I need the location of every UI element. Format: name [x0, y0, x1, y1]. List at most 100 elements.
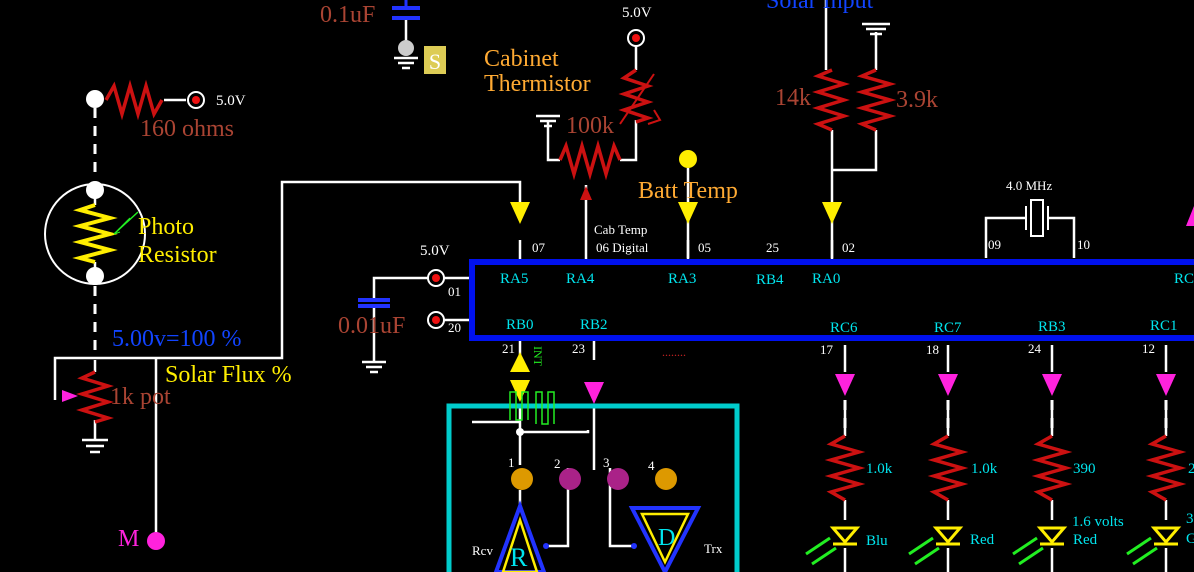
- thermistor-label: Thermistor: [484, 71, 591, 97]
- m-label: M: [118, 526, 139, 552]
- photo-label: Photo: [138, 214, 194, 240]
- resistor-label: Resistor: [138, 242, 217, 268]
- thermistor-cabinet: [618, 68, 654, 124]
- pin-num-ra3: 05: [698, 240, 711, 255]
- cab-temp-digital: 06 Digital: [596, 240, 649, 255]
- capacitors: [358, 6, 420, 308]
- pin-num-rc7: 18: [926, 342, 939, 357]
- ground-symbols: [82, 22, 890, 454]
- cap-001-label: 0.01uF: [338, 313, 405, 339]
- chip-pin-2: 2: [554, 456, 561, 471]
- crystal-label: 4.0 MHz: [1006, 178, 1052, 193]
- receiver-amp: [493, 500, 549, 572]
- r-160-label: 160 ohms: [140, 116, 234, 142]
- driver-amp: [628, 506, 702, 572]
- solar-flux-label: Solar Flux %: [165, 362, 292, 388]
- pin-num-rc1: 12: [1142, 341, 1155, 356]
- led-resistor-2: [927, 434, 969, 502]
- pin-num-20: 20: [448, 320, 461, 335]
- resistor-160-ohms: [104, 79, 164, 121]
- led-2: [908, 526, 964, 566]
- s-box-label: S: [429, 49, 441, 74]
- pot-1k: [76, 370, 114, 424]
- chip-pin-3: 3: [603, 455, 610, 470]
- pin-num-09: 09: [988, 237, 1001, 252]
- led-res-2: 1.0k: [971, 461, 998, 477]
- led-res-4: 2: [1188, 461, 1194, 477]
- led-extra-4: 3: [1186, 511, 1194, 527]
- led-extra-3: 1.6 volts: [1072, 514, 1124, 530]
- chip-pin-4: 4: [648, 458, 655, 473]
- voltage-mcu: 5.0V: [420, 243, 450, 259]
- resistor-14k: [812, 68, 850, 132]
- amp-r-label: R: [510, 543, 528, 572]
- pin-name-ra3: RA3: [668, 271, 696, 287]
- led-resistor-3: [1031, 434, 1073, 502]
- chip-pin-1: 1: [508, 455, 515, 470]
- r-14k-label: 14k: [775, 85, 811, 111]
- r-100k-label: 100k: [566, 113, 614, 139]
- switch-node[interactable]: [398, 40, 414, 56]
- microcontroller-body: [469, 259, 1194, 341]
- solar-input-label: Solar Input: [766, 0, 874, 14]
- cap-label-top: 0.1uF: [320, 2, 375, 28]
- led-label-3: Red: [1073, 532, 1098, 548]
- pin-name-rc: RC: [1174, 271, 1194, 287]
- pot-label: 1k pot: [110, 384, 171, 410]
- batt-temp-label: Batt Temp: [638, 178, 738, 204]
- pin-num-rb2: 23: [572, 341, 585, 356]
- signal-arrows: [510, 202, 1194, 404]
- led-3: [1012, 526, 1068, 566]
- s-box[interactable]: [424, 46, 446, 74]
- trx-label: Trx: [704, 541, 723, 556]
- led-resistor-1: [824, 434, 866, 502]
- pot-wiper-arrow: [62, 390, 78, 402]
- wires: [53, 0, 1168, 572]
- pin-name-ra4: RA4: [566, 271, 595, 287]
- terminals: [86, 29, 697, 550]
- amp-d-label: D: [658, 525, 675, 551]
- resistors: [76, 68, 1187, 502]
- rxtx-chip-box: [446, 403, 740, 572]
- led-resistor-4: [1145, 434, 1187, 502]
- pin-num-rb3: 24: [1028, 341, 1042, 356]
- pin-num-01: 01: [448, 284, 461, 299]
- pin-name-rb2: RB2: [580, 317, 608, 333]
- pin-num-rb4: 25: [766, 240, 779, 255]
- led-res-1: 1.0k: [866, 461, 893, 477]
- pin-num-rc6: 17: [820, 342, 834, 357]
- led-label-4: G: [1186, 531, 1194, 547]
- voltage-top: 5.0V: [622, 5, 652, 21]
- leds: [805, 526, 1182, 566]
- pin-name-rb0: RB0: [506, 317, 534, 333]
- crystal-4mhz: [1025, 199, 1049, 237]
- cab-temp-label: Cab Temp: [594, 222, 647, 237]
- pin-name-ra5: RA5: [500, 271, 528, 287]
- pin-name-rc7: RC7: [934, 320, 962, 336]
- pin-name-rb4: RB4: [756, 272, 784, 288]
- pin-num-ra0: 02: [842, 240, 855, 255]
- pin-name-rc6: RC6: [830, 320, 858, 336]
- r-3-9k-label: 3.9k: [896, 87, 938, 113]
- led-label-2: Red: [970, 532, 995, 548]
- resistor-3-9k: [855, 68, 897, 132]
- solar-pct-label: 5.00v=100 %: [112, 326, 242, 352]
- pin-name-ra0: RA0: [812, 271, 840, 287]
- dots-label: ........: [662, 345, 686, 359]
- pin-num-rb0: 21: [502, 341, 515, 356]
- led-4: [1126, 526, 1182, 566]
- cabinet-label: Cabinet: [484, 46, 559, 72]
- int-label: INT: [531, 346, 545, 367]
- pin-name-rb3: RB3: [1038, 319, 1066, 335]
- chip-pins: [511, 468, 677, 490]
- voltage-left: 5.0V: [216, 93, 246, 109]
- led-res-3: 390: [1073, 461, 1096, 477]
- led-label-1: Blu: [866, 533, 888, 549]
- rcv-label: Rcv: [472, 543, 493, 558]
- pin-num-ra5: 07: [532, 240, 546, 255]
- resistor-100k: [558, 139, 622, 181]
- led-1: [805, 526, 861, 566]
- pin-name-rc1: RC1: [1150, 318, 1178, 334]
- pin-num-10: 10: [1077, 237, 1090, 252]
